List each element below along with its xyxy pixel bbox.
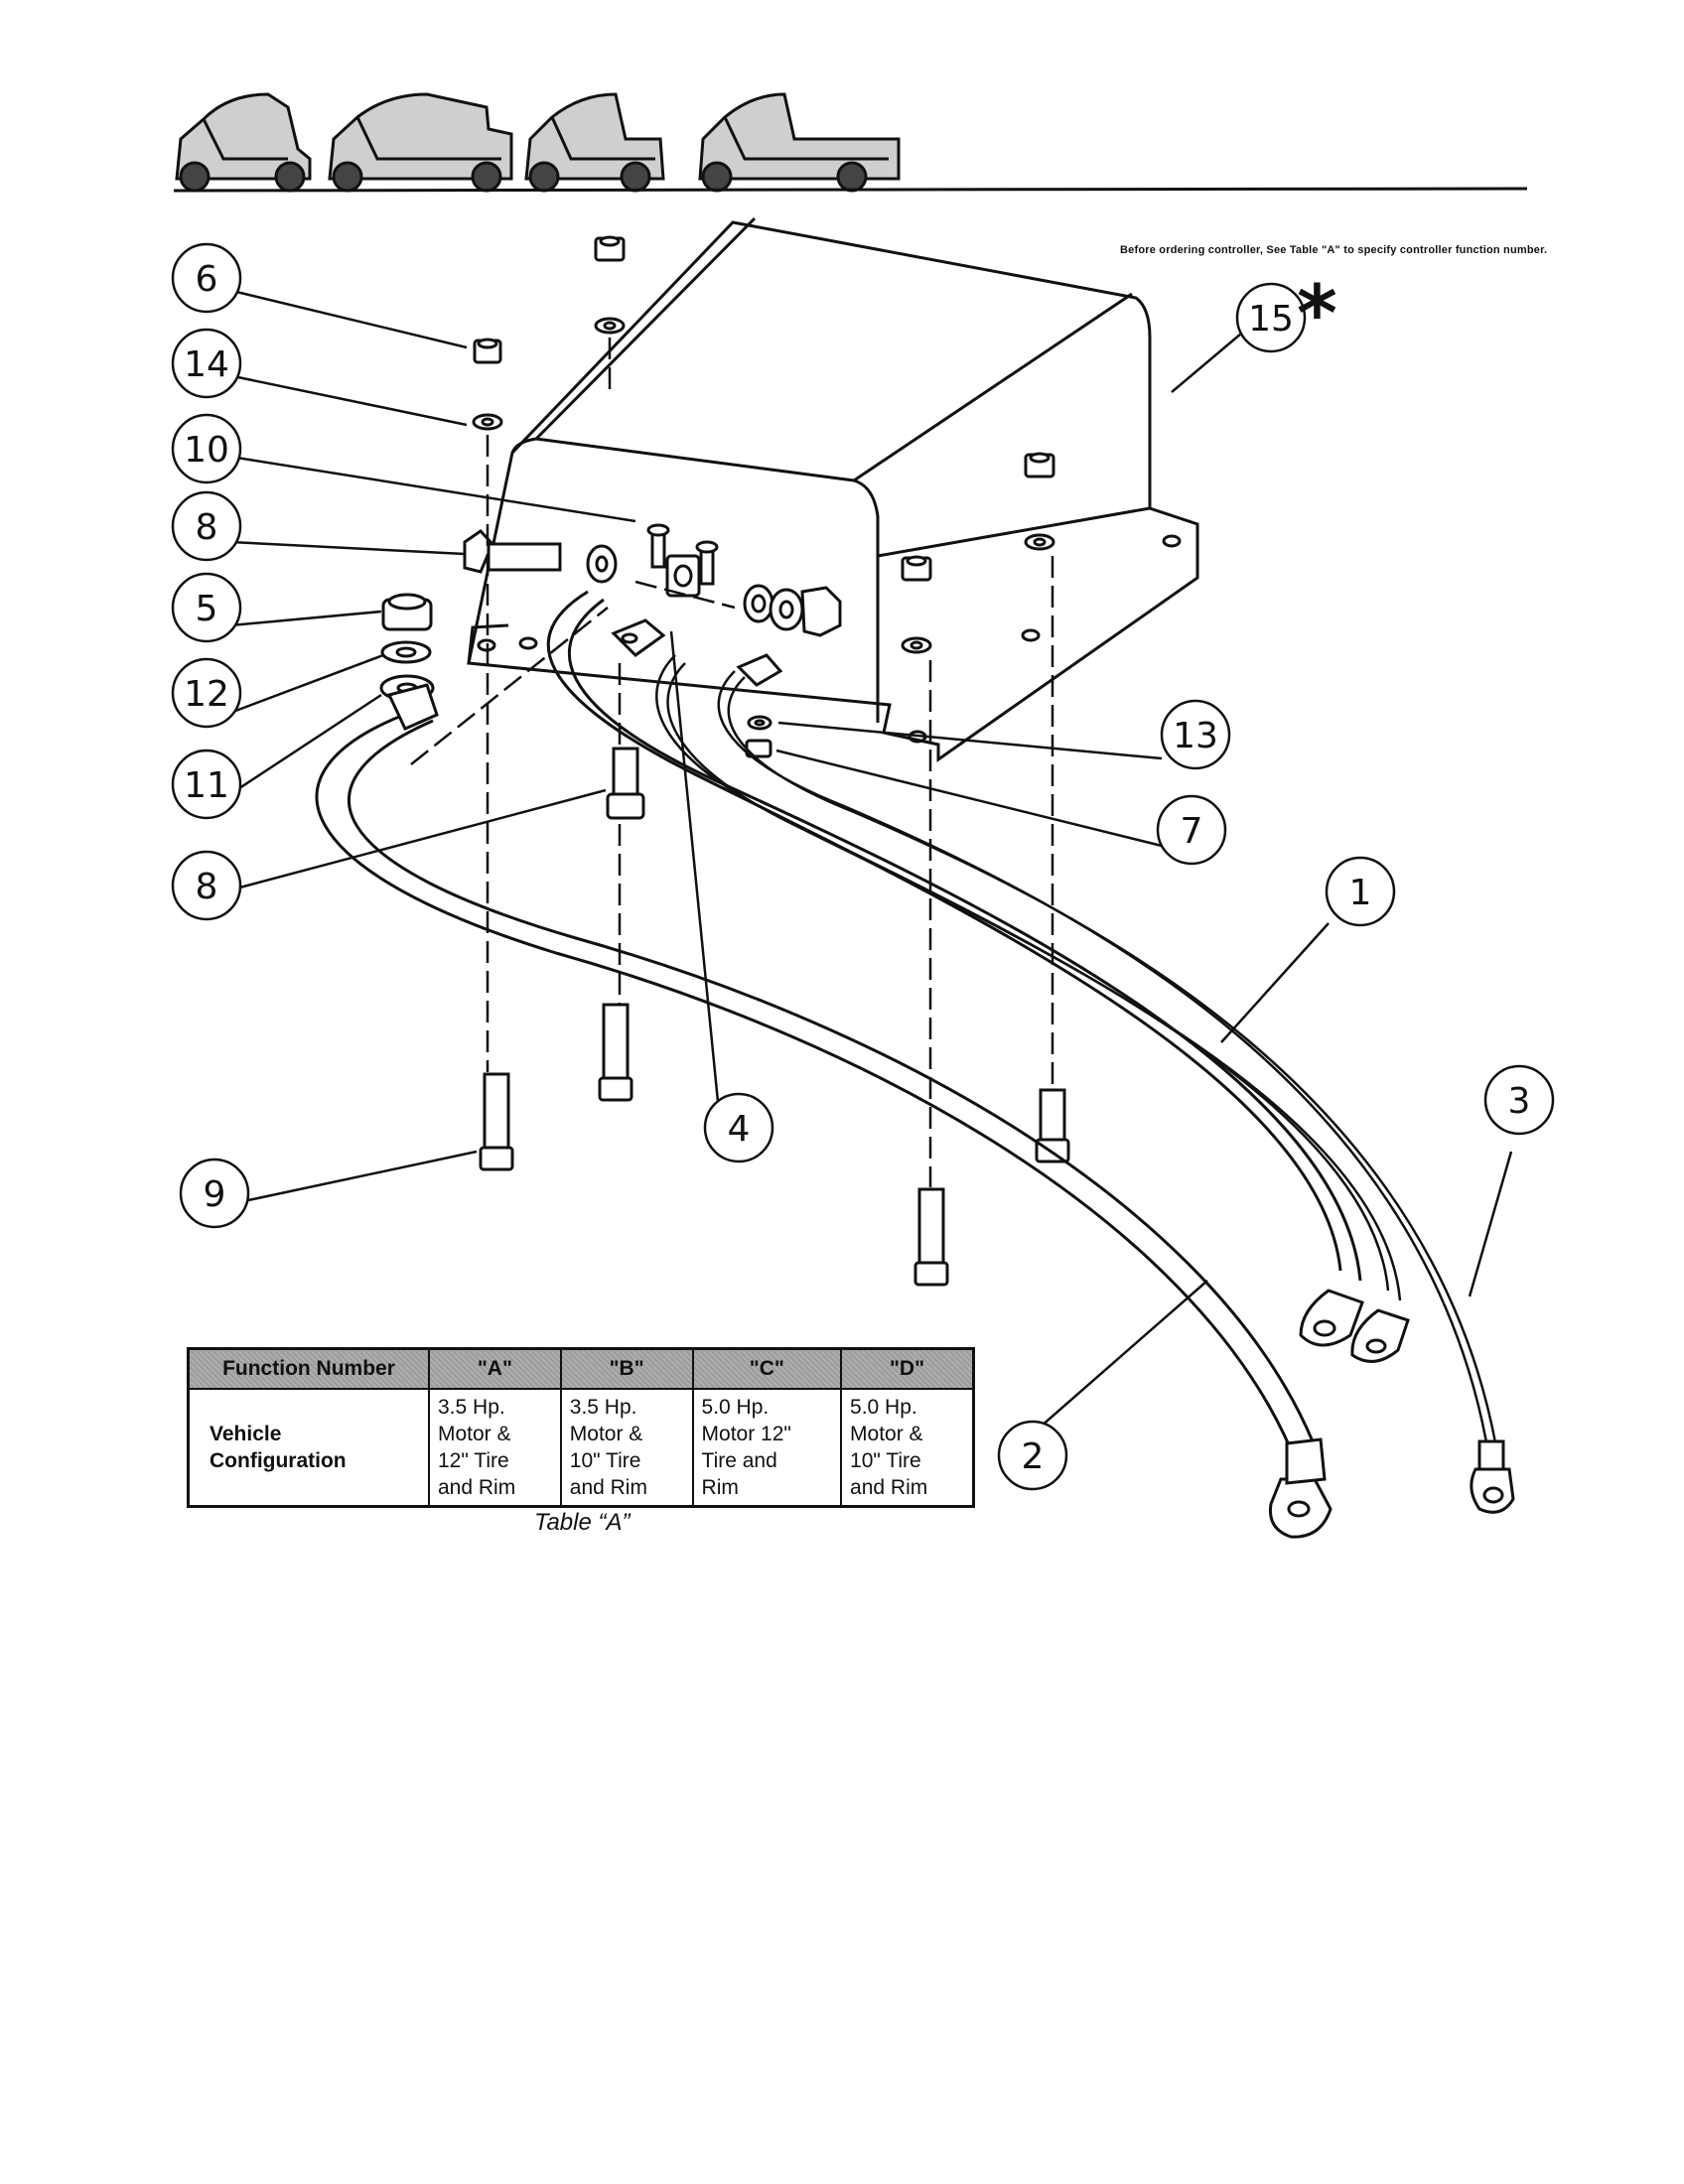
callout-1: 1 — [1325, 856, 1396, 927]
table-column-c: "C" — [691, 1347, 843, 1390]
callout-13: 13 — [1160, 699, 1231, 770]
table-header-row: Function Number "A" "B" "C" "D" — [187, 1347, 975, 1390]
callout-8-bottom: 8 — [171, 850, 242, 921]
svg-text:15: 15 — [1248, 299, 1294, 340]
callout-11: 11 — [171, 749, 242, 820]
callout-2: 2 — [997, 1420, 1068, 1491]
table-column-a: "A" — [428, 1347, 562, 1390]
svg-text:14: 14 — [184, 344, 229, 385]
svg-text:6: 6 — [196, 259, 218, 300]
svg-text:10: 10 — [184, 430, 229, 471]
callout-14: 14 — [171, 328, 242, 399]
cable-3-pair — [655, 654, 1501, 1466]
callout-6: 6 — [171, 242, 242, 314]
svg-text:4: 4 — [728, 1109, 751, 1150]
callout-5: 5 — [171, 572, 242, 643]
table-cell-d: 5.0 Hp. Motor & 10" Tire and Rim — [840, 1388, 975, 1508]
callout-4: 4 — [703, 1092, 774, 1163]
callout-9: 9 — [179, 1158, 250, 1229]
table-cell-b: 3.5 Hp. Motor & 10" Tire and Rim — [559, 1388, 694, 1508]
asterisk-mark: * — [1297, 270, 1337, 359]
table-header-label: Function Number — [187, 1347, 430, 1390]
function-number-table: Function Number "A" "B" "C" "D" Vehicle … — [187, 1347, 975, 1508]
table-cell-a: 3.5 Hp. Motor & 12" Tire and Rim — [428, 1388, 562, 1508]
svg-text:7: 7 — [1181, 811, 1203, 852]
cable-2 — [315, 711, 1315, 1450]
svg-text:9: 9 — [204, 1174, 226, 1215]
table-row-label: Vehicle Configuration — [187, 1388, 430, 1508]
vehicle-icon-3 — [524, 92, 665, 193]
controller-box — [467, 216, 1199, 762]
table-cell-c: 5.0 Hp. Motor 12" Tire and Rim — [691, 1388, 843, 1508]
svg-text:11: 11 — [184, 765, 229, 806]
callout-3: 3 — [1483, 1064, 1555, 1136]
svg-text:3: 3 — [1508, 1081, 1531, 1122]
table-column-b: "B" — [559, 1347, 694, 1390]
cable-lugs — [386, 618, 1515, 1539]
svg-text:8: 8 — [196, 867, 218, 907]
leader-lines — [227, 288, 1513, 1455]
svg-text:8: 8 — [196, 507, 218, 548]
hardware — [379, 235, 1070, 1287]
vehicle-icon-2 — [328, 92, 513, 193]
table-column-d: "D" — [840, 1347, 975, 1390]
table-caption: Table “A” — [534, 1509, 631, 1536]
callout-7: 7 — [1156, 794, 1227, 866]
callout-15: 15 — [1235, 282, 1307, 353]
svg-text:2: 2 — [1022, 1436, 1045, 1477]
svg-text:13: 13 — [1173, 716, 1218, 756]
callout-8-top: 8 — [171, 490, 242, 562]
callout-10: 10 — [171, 413, 242, 484]
svg-text:12: 12 — [184, 674, 229, 715]
svg-text:5: 5 — [196, 589, 218, 629]
svg-text:1: 1 — [1349, 873, 1372, 913]
table-row: Vehicle Configuration 3.5 Hp. Motor & 12… — [187, 1388, 975, 1508]
header-rule — [173, 187, 1528, 193]
vehicle-icon-1 — [175, 92, 312, 193]
callout-12: 12 — [171, 657, 242, 729]
vehicle-icon-4 — [698, 92, 901, 193]
ordering-note: Before ordering controller, See Table "A… — [1120, 244, 1548, 256]
